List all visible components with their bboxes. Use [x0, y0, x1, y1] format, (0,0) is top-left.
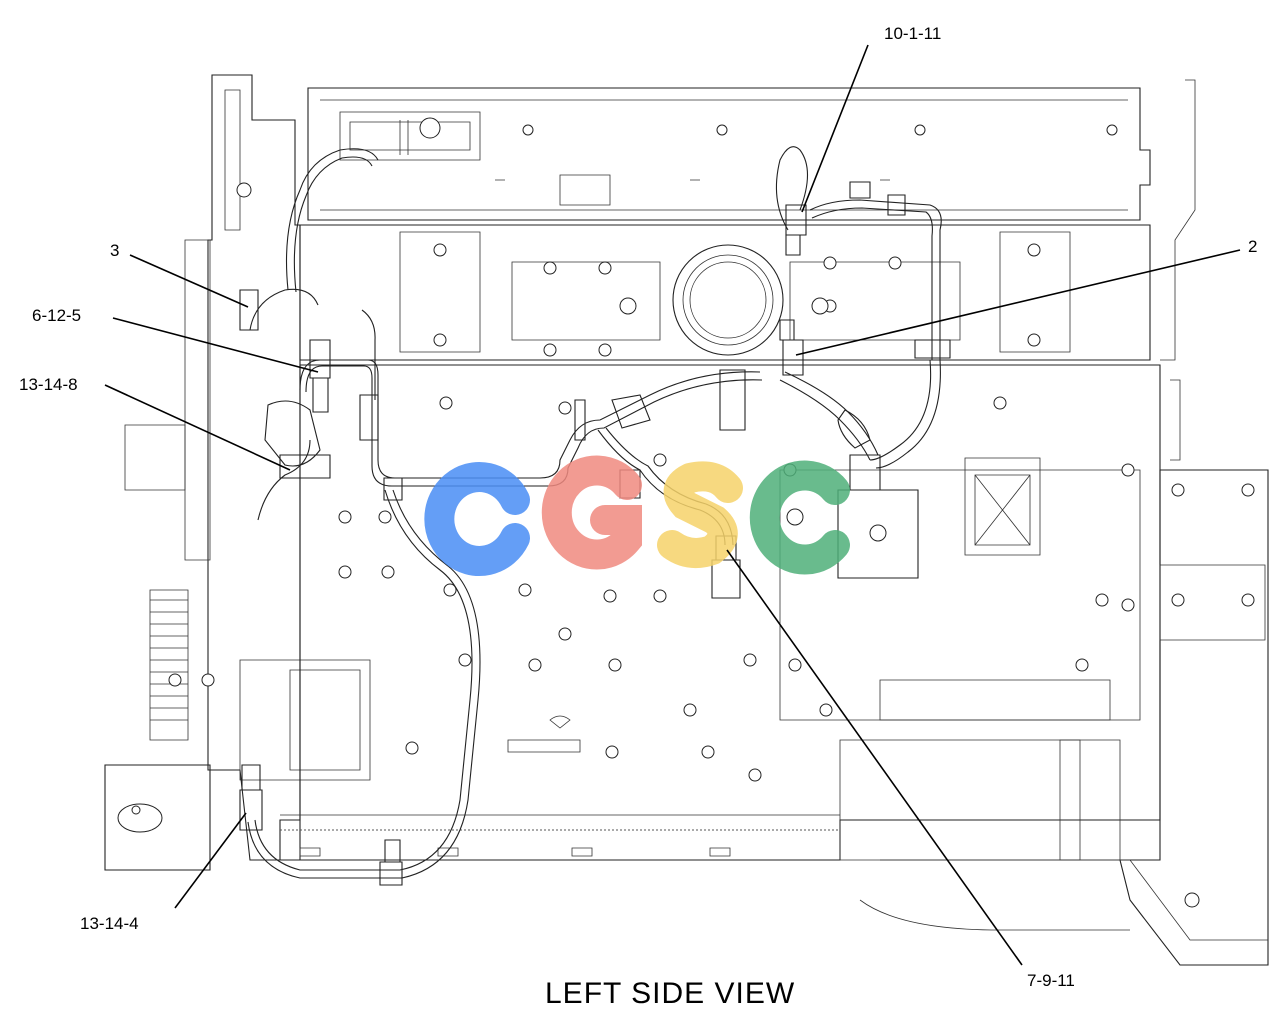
leader-a — [801, 44, 869, 213]
leader-d — [112, 317, 319, 373]
callout-label-a: 10-1-11 — [884, 24, 941, 43]
leader-c — [795, 249, 1241, 356]
callout-label-b: 3 — [110, 241, 119, 260]
engine-drawing — [104, 74, 1269, 966]
view-caption: LEFT SIDE VIEW — [545, 977, 795, 1010]
watermark-letter-s — [657, 461, 743, 569]
manifold — [299, 224, 1151, 361]
valve-cover — [307, 87, 1151, 221]
callout-label-f: 13-14-4 — [80, 914, 139, 933]
watermark-letter-c1 — [424, 462, 530, 576]
callout-label-e: 13-14-8 — [19, 375, 78, 394]
callout-label-g: 7-9-11 — [1027, 971, 1075, 990]
block-bolts — [338, 396, 1135, 782]
leader-b — [129, 254, 249, 308]
cylinder-block — [279, 364, 1161, 861]
leader-f — [174, 812, 247, 909]
callout-leaders — [104, 44, 1241, 966]
wiring-harness — [247, 146, 942, 879]
leader-e — [104, 384, 291, 471]
leader-g — [726, 549, 1023, 966]
rear-housing — [859, 79, 1269, 966]
callout-label-d: 6-12-5 — [32, 306, 81, 325]
watermark — [424, 455, 850, 576]
fittings — [239, 181, 951, 886]
callout-label-c: 2 — [1248, 237, 1257, 256]
watermark-letter-c2 — [749, 460, 850, 575]
watermark-letter-g — [541, 455, 642, 570]
callout-labels: 10-1-11 3 2 6-12-5 13-14-8 13-14-4 7-9-1… — [19, 24, 1257, 990]
